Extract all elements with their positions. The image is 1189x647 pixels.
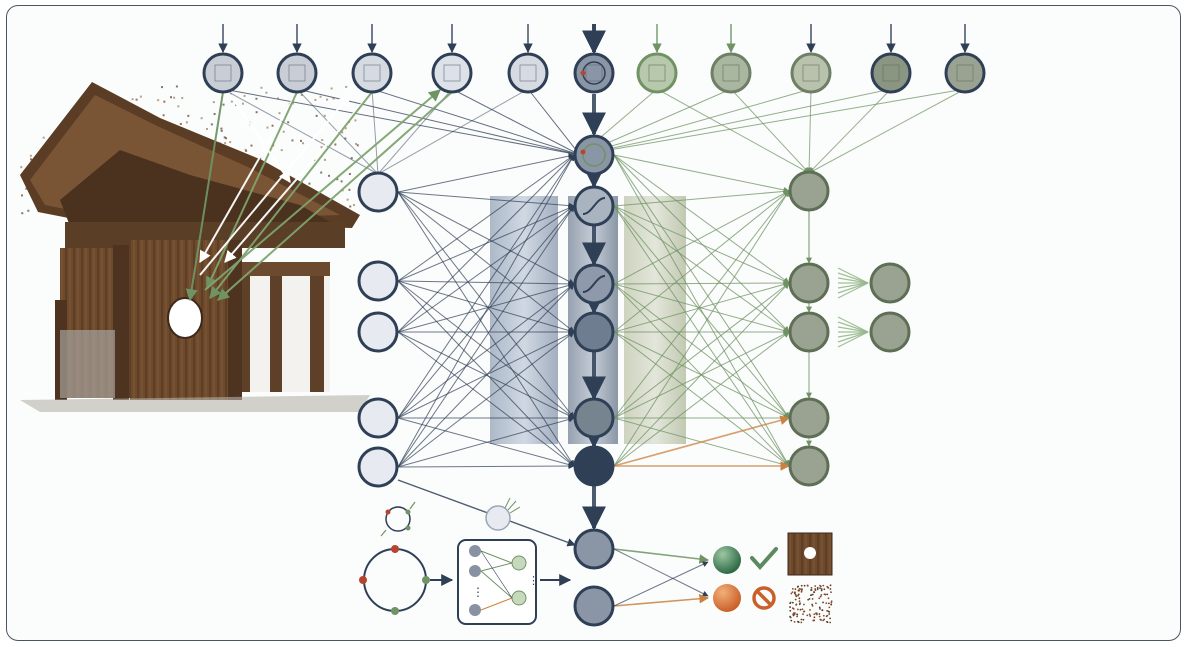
input-node	[202, 52, 244, 94]
feature-update-panel: ⋮ ⋮	[359, 497, 572, 625]
output-node	[788, 170, 830, 212]
hidden-node	[357, 171, 399, 213]
svg-text:⋮: ⋮	[472, 585, 484, 599]
small-ring-icon	[385, 506, 411, 532]
hidden-node	[357, 397, 399, 439]
point-scatter-thumbnail	[789, 584, 833, 624]
hidden-node	[357, 260, 399, 302]
input-node	[431, 52, 473, 94]
sigmoid-icon	[582, 275, 606, 293]
spine-node	[573, 134, 615, 176]
check-icon	[750, 547, 778, 571]
input-node	[636, 52, 678, 94]
input-node	[710, 52, 752, 94]
hidden-node	[357, 311, 399, 353]
input-node	[870, 52, 912, 94]
final-node	[573, 585, 615, 627]
wood-panel-thumbnail	[787, 532, 833, 576]
ring-graph-icon	[363, 548, 427, 612]
input-node	[573, 52, 615, 94]
spine-node	[573, 445, 615, 487]
input-node	[944, 52, 986, 94]
final-node	[573, 528, 615, 570]
ring-icon	[582, 143, 606, 167]
output-node	[788, 445, 830, 487]
output-node	[869, 262, 911, 304]
reject-sphere	[713, 584, 741, 612]
input-node	[276, 52, 318, 94]
output-node	[788, 311, 830, 353]
hidden-node	[357, 446, 399, 488]
output-panel	[713, 532, 833, 624]
sigmoid-icon	[582, 197, 606, 215]
input-node	[351, 52, 393, 94]
spine-node	[573, 397, 615, 439]
texture-strip	[490, 196, 558, 444]
output-node	[788, 262, 830, 304]
extra-node	[485, 505, 511, 531]
input-node	[507, 52, 549, 94]
output-node	[869, 311, 911, 353]
prohibited-icon	[752, 586, 776, 610]
accept-sphere	[713, 546, 741, 574]
output-node	[788, 397, 830, 439]
spine-node	[573, 311, 615, 353]
svg-text:⋮: ⋮	[528, 574, 539, 587]
input-node	[790, 52, 832, 94]
wooden-gate-pointcloud	[20, 82, 370, 412]
